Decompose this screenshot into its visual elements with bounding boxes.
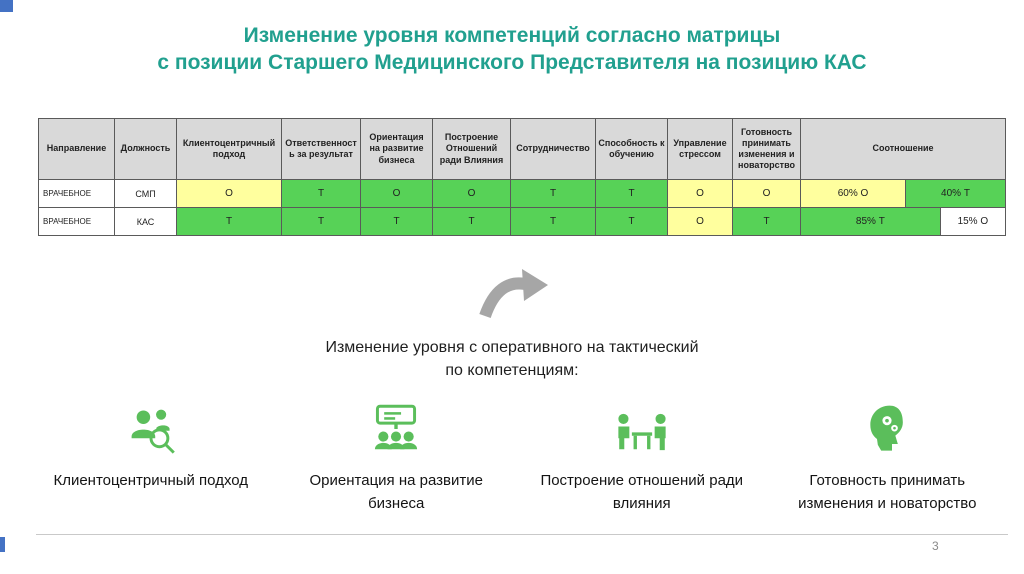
competency-cell: Т: [510, 207, 596, 236]
feature-item: Построение отношений ради влияния: [519, 396, 765, 515]
competency-cell: Т: [176, 207, 282, 236]
column-header: Построение Отношений ради Влияния: [432, 118, 511, 180]
annotation-text: Изменение уровня с оперативного на такти…: [0, 336, 1024, 382]
feature-item: Готовность принимать изменения и новатор…: [765, 396, 1011, 515]
feature-item: Ориентация на развитие бизнеса: [274, 396, 520, 515]
competency-cell: Т: [595, 179, 668, 208]
page-number: 3: [932, 539, 939, 553]
competency-cell: О: [667, 179, 733, 208]
annotation-line-2: по компетенциям:: [445, 362, 579, 380]
transition-arrow-icon: [478, 268, 548, 320]
position-cell: КАС: [114, 207, 177, 236]
column-header: Соотношение: [800, 118, 1006, 180]
feature-item: Клиентоцентричный подход: [28, 396, 274, 515]
relationship-building-icon: [613, 396, 671, 462]
direction-cell: ВРАЧЕБНОЕ: [38, 207, 115, 236]
feature-label: Готовность принимать изменения и новатор…: [798, 472, 977, 512]
ratio-segment: 85% Т: [801, 208, 940, 235]
business-development-icon: [369, 396, 423, 462]
feature-label: Ориентация на развитие бизнеса: [309, 472, 483, 512]
column-header: Готовность принимать изменения и новатор…: [732, 118, 801, 180]
ratio-segment: 15% О: [939, 208, 1005, 235]
title-line-2: с позиции Старшего Медицинского Представ…: [157, 51, 867, 75]
column-header: Управление стрессом: [667, 118, 733, 180]
column-header: Должность: [114, 118, 177, 180]
feature-label: Клиентоцентричный подход: [53, 472, 249, 489]
competency-cell: О: [732, 179, 801, 208]
competency-cell: Т: [432, 207, 511, 236]
position-cell: СМП: [114, 179, 177, 208]
feature-list: Клиентоцентричный подход Ориентация на ра…: [28, 396, 1010, 515]
column-header: Клиентоцентричный подход: [176, 118, 282, 180]
competency-cell: Т: [281, 207, 361, 236]
competency-cell: Т: [732, 207, 801, 236]
title-line-1: Изменение уровня компетенций согласно ма…: [243, 24, 781, 47]
ratio-segment: 60% О: [801, 180, 906, 207]
competency-cell: О: [667, 207, 733, 236]
innovation-readiness-icon: [862, 396, 912, 462]
direction-cell: ВРАЧЕБНОЕ: [38, 179, 115, 208]
annotation-line-1: Изменение уровня с оперативного на такти…: [325, 339, 699, 356]
corner-accent-top-icon: [0, 0, 13, 12]
slide-title: Изменение уровня компетенций согласно ма…: [0, 22, 1024, 77]
ratio-segment: 40% Т: [905, 180, 1005, 207]
column-header: Ответственность за результат: [281, 118, 361, 180]
competency-cell: Т: [281, 179, 361, 208]
column-header: Направление: [38, 118, 115, 180]
competency-cell: Т: [595, 207, 668, 236]
corner-accent-bottom-icon: [0, 537, 5, 552]
footer-divider: [36, 534, 1008, 535]
competency-cell: О: [432, 179, 511, 208]
column-header: Способность к обучению: [595, 118, 668, 180]
competency-cell: О: [360, 179, 433, 208]
column-header: Сотрудничество: [510, 118, 596, 180]
feature-label: Построение отношений ради влияния: [540, 472, 744, 512]
competency-cell: О: [176, 179, 282, 208]
competency-cell: Т: [360, 207, 433, 236]
competency-cell: Т: [510, 179, 596, 208]
customer-centric-icon: [124, 396, 178, 462]
column-header: Ориентация на развитие бизнеса: [360, 118, 433, 180]
